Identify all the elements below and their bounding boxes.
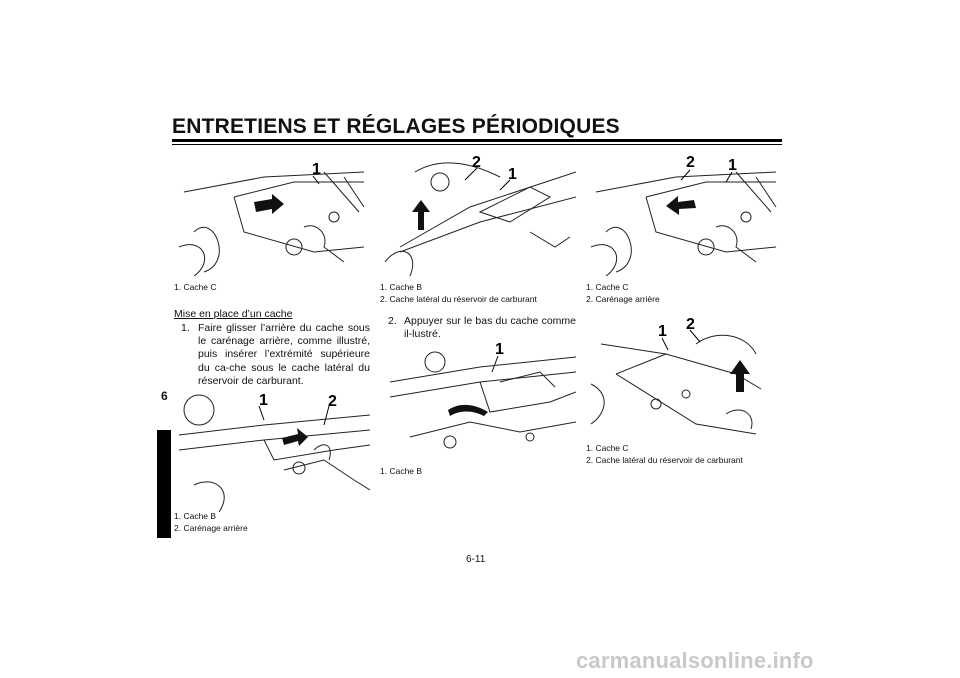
figure-cache-b-slide: 1 2	[174, 390, 370, 512]
callout-1: 1	[259, 392, 268, 409]
step2-number: 2.	[388, 315, 397, 327]
caption-fig1-item1: 1. Cache C	[174, 282, 217, 292]
callout-1: 1	[495, 342, 504, 358]
callout-1: 1	[508, 166, 517, 183]
figure-cache-c-lift: 1 2	[586, 314, 782, 438]
figure-cache-c-slide: 1	[174, 152, 370, 276]
illustration-cache-c-tank: 1 2	[590, 316, 762, 435]
chapter-number: 6	[161, 389, 168, 403]
illustration-cover-insert: 1 2	[178, 392, 370, 512]
arrow-icon	[666, 196, 696, 215]
arrow-icon	[412, 200, 430, 230]
arrow-icon	[282, 428, 308, 446]
caption-fig6-item2: 2. Cache latéral du réservoir de carbura…	[586, 455, 743, 465]
callout-2: 2	[472, 154, 481, 171]
illustration-tank-side-cover: 2 1	[384, 154, 576, 276]
caption-fig2-item1: 1. Cache B	[174, 511, 217, 521]
caption-fig6-item1: 1. Cache C	[586, 443, 629, 453]
title-rule-thin	[172, 144, 782, 145]
figure-cache-c-remove: 2 1	[586, 152, 782, 276]
caption-fig3-item1: 1. Cache B	[380, 282, 423, 292]
watermark: carmanualsonline.info	[576, 648, 814, 673]
illustration-cache-c-rear: 2 1	[590, 154, 777, 276]
page-title: ENTRETIENS ET RÉGLAGES PÉRIODIQUES	[172, 115, 620, 138]
callout-2: 2	[328, 393, 337, 410]
step2-text: Appuyer sur le bas du cache comme il-lus…	[404, 315, 576, 341]
caption-fig2-item2: 2. Carénage arrière	[174, 523, 248, 533]
figure-cache-b-press: 1	[380, 342, 576, 466]
section-heading: Mise en place d’un cache	[174, 308, 293, 320]
illustration-rear-cover: 1	[178, 161, 365, 276]
arrow-icon	[730, 360, 750, 392]
caption-fig5-item2: 2. Carénage arrière	[586, 294, 660, 304]
illustration-press-cover: 1	[389, 342, 576, 449]
arrow-icon	[254, 194, 284, 214]
chapter-tab	[157, 430, 171, 538]
title-rule	[172, 139, 782, 142]
callout-1: 1	[728, 157, 737, 174]
caption-fig4-item1: 1. Cache B	[380, 466, 423, 476]
figure-cache-b-lift: 2 1	[380, 152, 576, 276]
page-number: 6-11	[466, 554, 486, 565]
step1-number: 1.	[181, 322, 190, 334]
caption-fig3-item2: 2. Cache latéral du réservoir de carbura…	[380, 294, 537, 304]
arrow-icon	[448, 404, 488, 416]
callout-1: 1	[658, 323, 667, 340]
callout-2: 2	[686, 154, 695, 171]
callout-1: 1	[312, 161, 321, 178]
callout-2: 2	[686, 316, 695, 333]
step1-text: Faire glisser l’arrière du cache sous le…	[198, 322, 370, 387]
caption-fig5-item1: 1. Cache C	[586, 282, 629, 292]
